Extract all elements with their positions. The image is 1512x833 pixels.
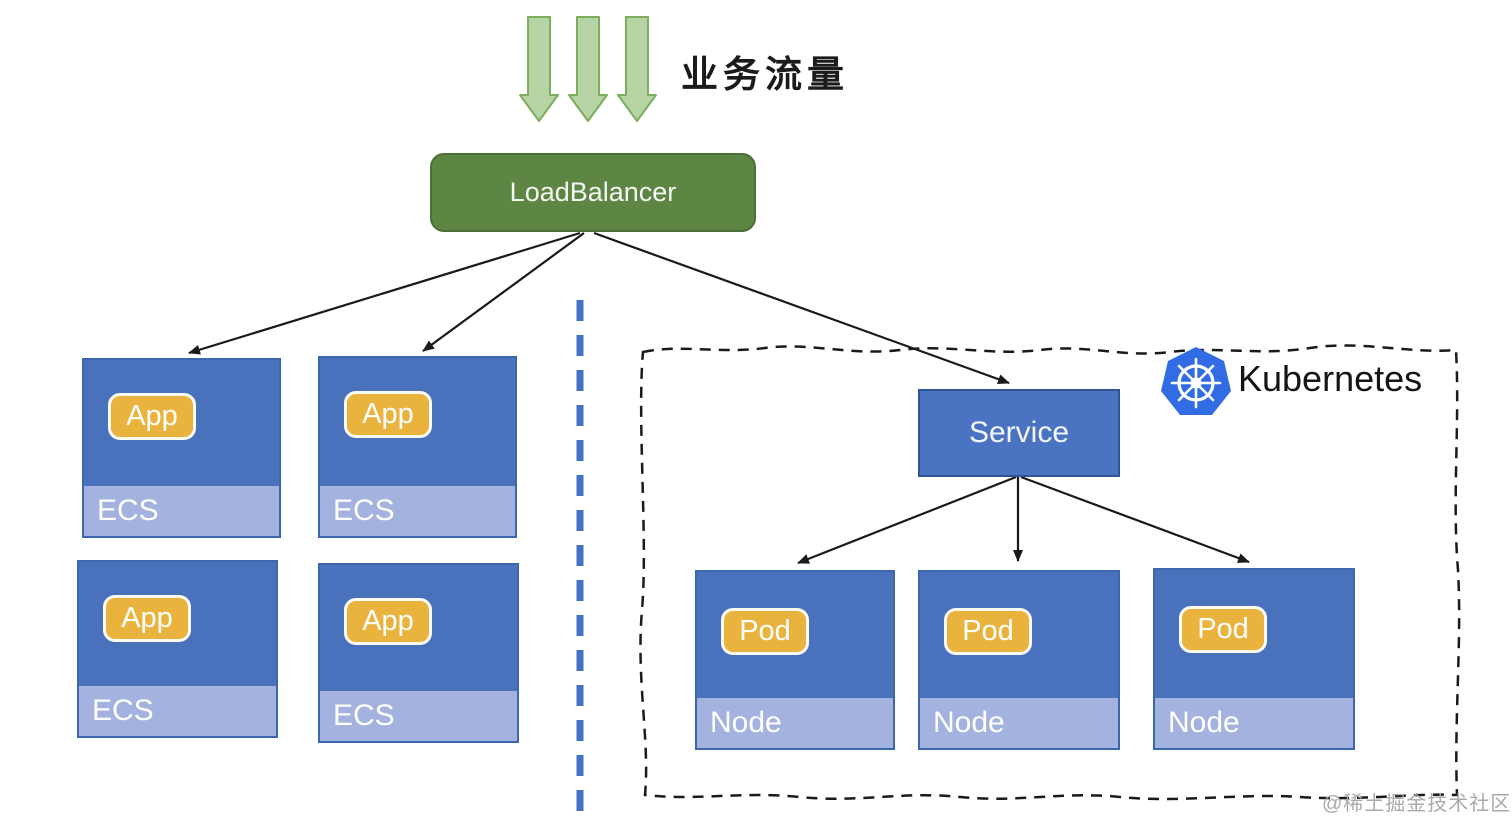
pod-label: Pod — [962, 615, 1014, 647]
ecs-label: ECS — [97, 494, 159, 527]
pod-badge: Pod — [721, 608, 809, 655]
connector-arrow — [1020, 475, 1250, 564]
connector-arrow — [422, 232, 585, 352]
ecs-box: App ECS — [82, 358, 281, 538]
pod-label: Pod — [1197, 613, 1249, 645]
node-box: Pod Node — [695, 570, 895, 750]
loadbalancer-connectors — [188, 231, 1010, 385]
loadbalancer-box: LoadBalancer — [430, 153, 756, 232]
app-label: App — [362, 605, 414, 637]
down-arrow-icon — [568, 16, 608, 122]
down-arrow-icon — [617, 16, 657, 122]
ecs-strip: ECS — [79, 686, 276, 736]
node-strip: Node — [1155, 698, 1353, 748]
ecs-strip: ECS — [320, 486, 515, 536]
kubernetes-boundary — [639, 344, 1461, 801]
ecs-strip: ECS — [84, 486, 279, 536]
service-box: Service — [918, 389, 1120, 477]
ecs-label: ECS — [92, 694, 154, 727]
node-box: Pod Node — [1153, 568, 1355, 750]
pod-label: Pod — [739, 615, 791, 647]
kubernetes-title: Kubernetes — [1238, 358, 1423, 399]
watermark: @稀土掘金技术社区 — [1322, 793, 1512, 815]
ecs-label: ECS — [333, 494, 395, 527]
node-strip: Node — [697, 698, 893, 748]
node-strip: Node — [920, 698, 1118, 748]
node-label: Node — [1168, 706, 1240, 739]
app-label: App — [362, 398, 414, 430]
app-label: App — [121, 602, 173, 634]
node-label: Node — [710, 706, 782, 739]
loadbalancer-label: LoadBalancer — [509, 177, 677, 207]
kubernetes-logo-icon — [1161, 347, 1231, 415]
app-badge: App — [344, 598, 432, 645]
app-badge: App — [103, 595, 191, 642]
app-label: App — [126, 400, 178, 432]
ecs-box: App ECS — [77, 560, 278, 738]
node-box: Pod Node — [918, 570, 1120, 750]
service-connectors — [797, 475, 1250, 565]
traffic-arrows — [519, 16, 657, 122]
connector-arrow — [797, 475, 1017, 565]
ecs-box: App ECS — [318, 563, 519, 743]
app-badge: App — [108, 393, 196, 440]
ecs-box: App ECS — [318, 356, 517, 538]
ecs-label: ECS — [333, 699, 395, 732]
connector-arrow — [593, 231, 1010, 385]
app-badge: App — [344, 391, 432, 438]
traffic-label: 业务流量 — [681, 54, 849, 95]
pod-badge: Pod — [1179, 606, 1267, 653]
down-arrow-icon — [519, 16, 559, 122]
pod-badge: Pod — [944, 608, 1032, 655]
ecs-strip: ECS — [320, 691, 517, 741]
connector-arrow — [188, 231, 581, 355]
node-label: Node — [933, 706, 1005, 739]
service-label: Service — [968, 416, 1070, 449]
